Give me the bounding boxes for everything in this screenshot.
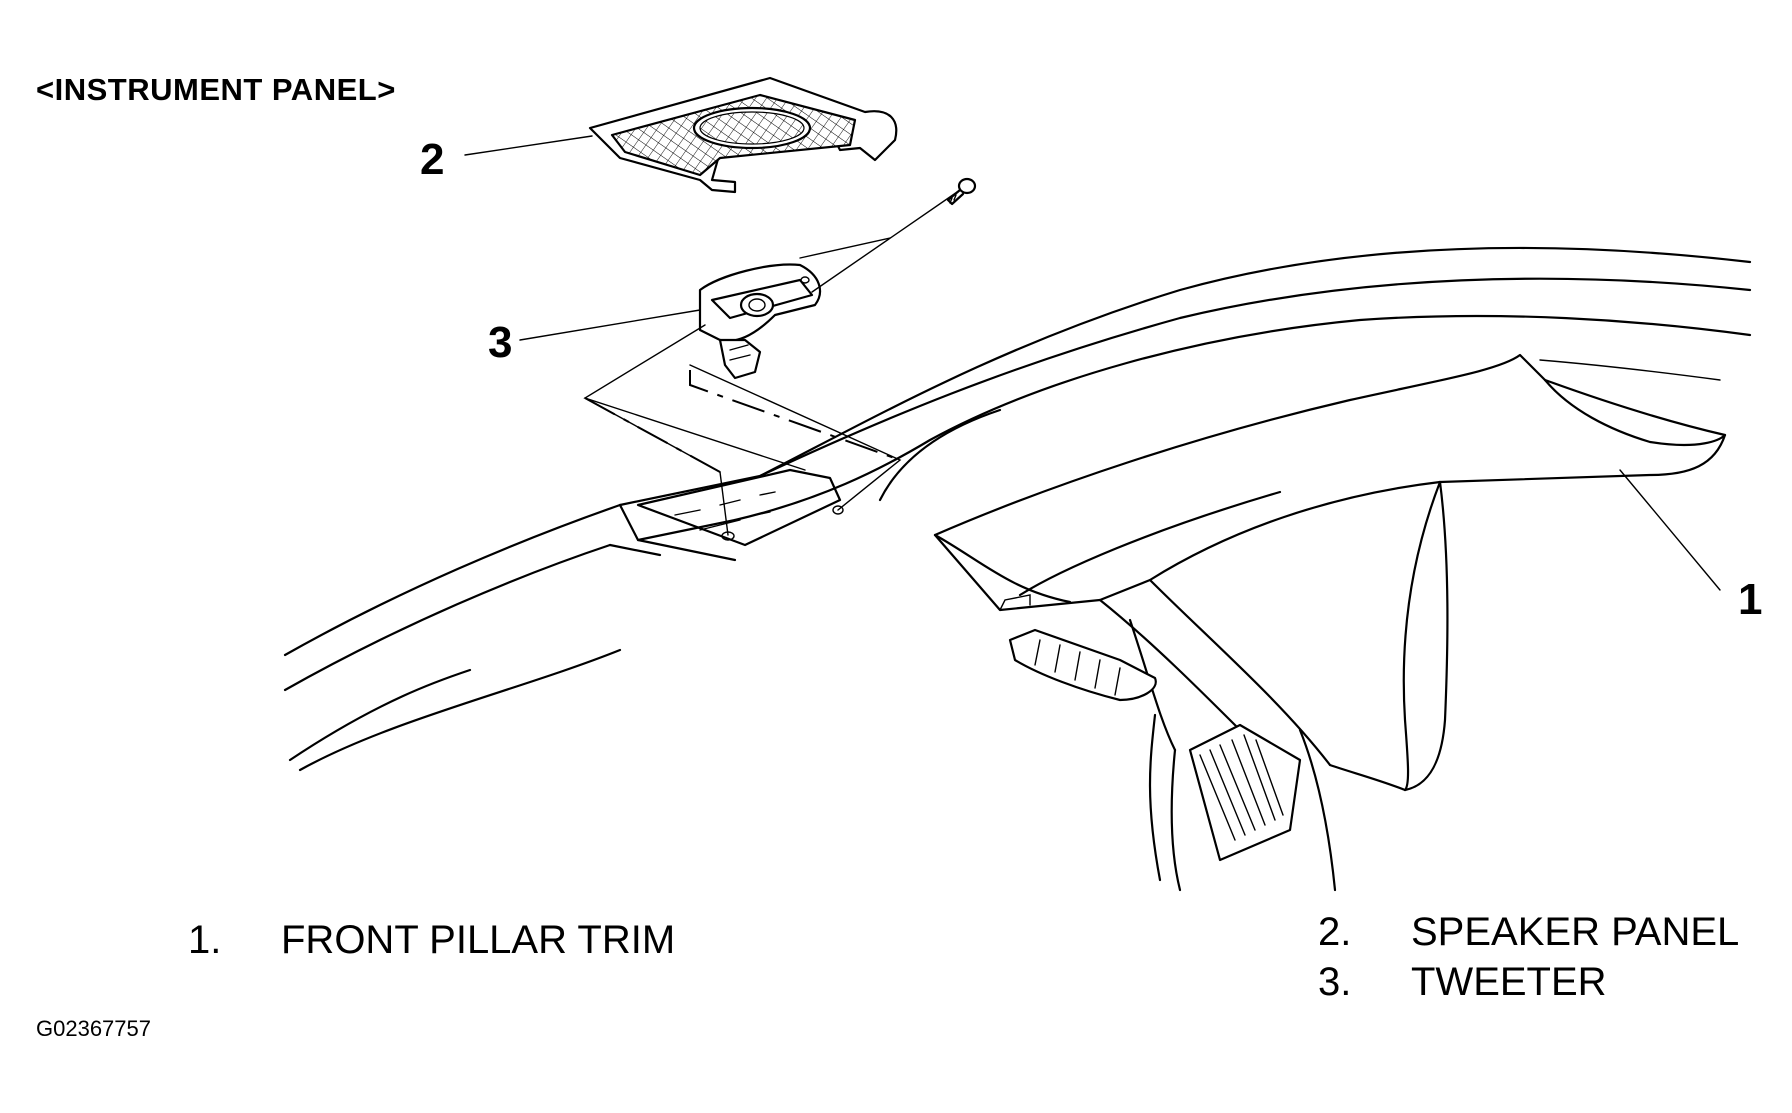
legend-label: FRONT PILLAR TRIM xyxy=(281,918,676,962)
legend-number: 3. xyxy=(1318,960,1352,1004)
exploded-view-lines xyxy=(583,189,961,536)
legend-label: TWEETER xyxy=(1411,960,1607,1004)
figure-id: G02367757 xyxy=(36,1016,151,1041)
lower-dash xyxy=(1008,618,1337,892)
callout-1: 1 xyxy=(1738,575,1763,624)
legend-number: 2. xyxy=(1318,910,1352,954)
legend-number: 1. xyxy=(188,918,222,962)
dashboard-outline xyxy=(283,246,1752,772)
leader-lines xyxy=(464,135,1721,591)
tweeter xyxy=(698,263,822,380)
legend-label: SPEAKER PANEL xyxy=(1411,910,1740,954)
diagram-title: <INSTRUMENT PANEL> xyxy=(36,72,396,107)
callout-3: 3 xyxy=(488,318,513,367)
tweeter-mount-recess xyxy=(636,468,844,547)
screw xyxy=(946,177,977,206)
callout-2: 2 xyxy=(420,135,445,184)
speaker-panel xyxy=(588,76,898,194)
front-pillar-trim xyxy=(933,353,1727,792)
